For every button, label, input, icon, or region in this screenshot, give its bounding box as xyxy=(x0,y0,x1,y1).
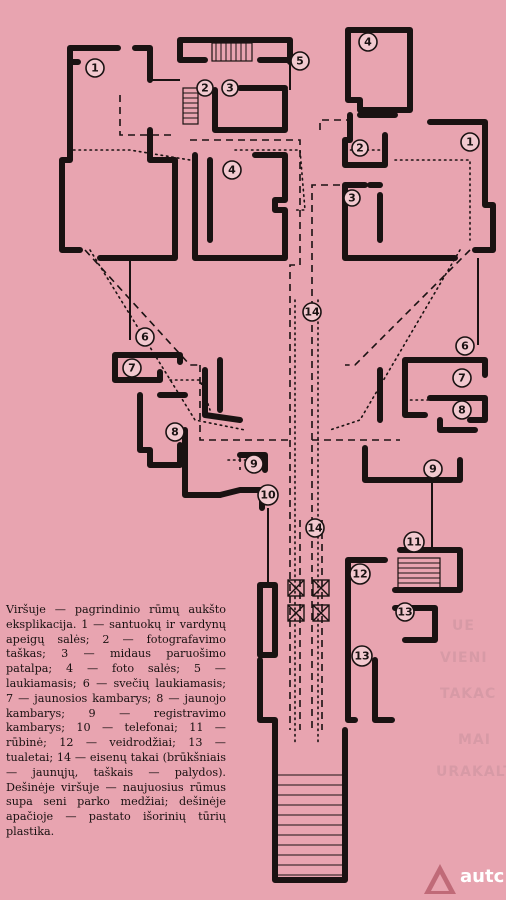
bottom-corridor-wall xyxy=(272,727,348,883)
foto-hall-4-top-wall xyxy=(345,27,413,113)
svg-text:13: 13 xyxy=(397,606,412,619)
ghost-text-3: TAKAC xyxy=(440,686,497,702)
room-label-13: 13 xyxy=(351,645,373,667)
room-label-4-top: 4 xyxy=(358,32,378,52)
room-label-7-left: 7 xyxy=(122,358,142,378)
room-label-14-upper: 14 xyxy=(302,302,322,322)
room-8-left-wall xyxy=(137,392,188,468)
corridor-left-wall xyxy=(182,357,243,498)
room-label-1-left: 1 xyxy=(85,58,105,78)
svg-text:3: 3 xyxy=(226,82,234,95)
door-crosses xyxy=(287,579,330,622)
room-label-10: 10 xyxy=(257,484,279,506)
foto-hall-4-wall xyxy=(192,152,288,261)
room-7-left-wall xyxy=(112,352,183,383)
svg-text:9: 9 xyxy=(429,463,437,476)
svg-text:4: 4 xyxy=(228,164,236,177)
room-label-3-right: 3 xyxy=(343,189,361,207)
stairs-top-steps xyxy=(215,43,247,61)
room-label-8-right: 8 xyxy=(452,400,472,420)
room-label-11: 11 xyxy=(403,531,425,553)
svg-text:6: 6 xyxy=(461,340,469,353)
thin-lines xyxy=(129,62,479,585)
room-label-9-left: 9 xyxy=(244,454,264,474)
room-10-phone-wall xyxy=(257,582,278,658)
svg-text:8: 8 xyxy=(171,426,179,439)
ghost-text-5: URAKALT xyxy=(436,764,506,780)
plan-caption: Viršuje — pagrindinio rūmų aukšto ekspli… xyxy=(6,603,226,838)
room-label-1-right: 1 xyxy=(460,132,480,152)
room-2-right-wall xyxy=(342,112,398,168)
svg-text:7: 7 xyxy=(128,362,136,375)
room-label-3-left: 3 xyxy=(221,79,239,97)
stairs-side xyxy=(182,87,199,125)
lower-left-corridor-wall xyxy=(257,657,278,733)
room-label-2-right: 2 xyxy=(351,139,369,157)
room-label-14-lower: 14 xyxy=(305,518,325,538)
bride-paths-dashed xyxy=(84,95,471,730)
stairs-lower-steps xyxy=(398,562,440,584)
toilet-13-wall xyxy=(372,605,438,723)
svg-text:5: 5 xyxy=(296,55,304,68)
room-label-5: 5 xyxy=(290,51,310,71)
watermark-logo: autc xyxy=(420,860,506,896)
svg-text:1: 1 xyxy=(466,136,474,149)
ghost-text-1: UE xyxy=(452,618,475,634)
room-3-right-wall xyxy=(367,182,383,243)
ghost-text-2: VIENI xyxy=(440,650,488,666)
room-2-3-wall xyxy=(212,85,288,133)
escort-paths-dotted xyxy=(67,149,471,746)
room-label-9-right: 9 xyxy=(423,459,443,479)
stair-block-wall xyxy=(177,37,293,65)
room-label-2-left: 2 xyxy=(196,79,214,97)
room-label-6-left: 6 xyxy=(135,327,155,347)
svg-text:10: 10 xyxy=(260,489,276,502)
svg-text:7: 7 xyxy=(458,372,466,385)
svg-text:2: 2 xyxy=(201,82,209,95)
svg-text:12: 12 xyxy=(352,568,367,581)
svg-text:4: 4 xyxy=(364,36,372,49)
room-label-6-right: 6 xyxy=(455,336,475,356)
hall-1-left-wall xyxy=(59,45,178,261)
svg-text:14: 14 xyxy=(307,522,323,535)
bottom-corridor-lines xyxy=(278,774,342,876)
svg-text:13: 13 xyxy=(354,650,369,663)
stairs-top xyxy=(211,42,253,62)
watermark-triangle-icon xyxy=(424,864,456,894)
room-11-12-wall xyxy=(345,547,463,723)
room-8-right-wall xyxy=(437,417,478,433)
svg-text:8: 8 xyxy=(458,404,466,417)
room-label-8-left: 8 xyxy=(165,422,185,442)
room-label-4-center: 4 xyxy=(222,160,242,180)
svg-text:14: 14 xyxy=(304,306,320,319)
svg-text:6: 6 xyxy=(141,331,149,344)
svg-text:2: 2 xyxy=(356,142,364,155)
watermark-text: autc xyxy=(460,866,505,887)
svg-text:1: 1 xyxy=(91,62,99,75)
room-label-7-right: 7 xyxy=(452,368,472,388)
svg-text:11: 11 xyxy=(406,536,421,549)
svg-text:9: 9 xyxy=(250,458,258,471)
hall-1-right-wall xyxy=(342,119,496,261)
corridor-right-wall xyxy=(362,367,463,483)
room-label-13-upper: 13 xyxy=(395,602,415,622)
ghost-text-4: MAI xyxy=(458,732,491,748)
room-label-12: 12 xyxy=(349,563,371,585)
stairs-side-steps xyxy=(183,92,198,119)
svg-text:3: 3 xyxy=(348,192,356,205)
room-7-right-wall xyxy=(402,357,488,423)
